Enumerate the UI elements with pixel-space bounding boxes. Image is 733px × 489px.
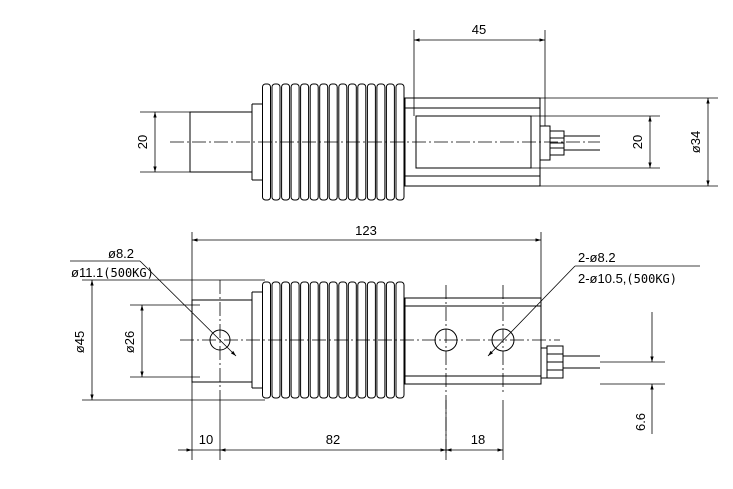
bellows-fin bbox=[281, 281, 291, 399]
bottom-dim-82: 82 bbox=[326, 432, 340, 447]
bellows-fin bbox=[309, 83, 319, 201]
bellows-fin bbox=[338, 281, 348, 399]
top-dim-45: 45 bbox=[472, 22, 486, 37]
bellows-fin bbox=[328, 281, 338, 399]
top-view: 45 20 20 ø34 bbox=[135, 22, 718, 201]
right-hole-callout-2: 2-ø10.5,(500KG) bbox=[578, 271, 677, 286]
bellows-fin bbox=[385, 281, 395, 399]
bellows-fin bbox=[395, 83, 405, 201]
bellows-fin bbox=[290, 281, 300, 399]
bellows-fin bbox=[271, 83, 281, 201]
bottom-left-shaft bbox=[191, 299, 253, 383]
top-dim-20-left: 20 bbox=[135, 135, 150, 149]
bottom-dim-6-6: 6.6 bbox=[633, 413, 648, 431]
bellows-fin bbox=[385, 83, 395, 201]
bellows-fin bbox=[328, 83, 338, 201]
bottom-dim-45: ø45 bbox=[72, 331, 87, 353]
bellows-fin bbox=[357, 83, 367, 201]
bottom-view: 123 ø45 ø26 10 82 18 6.6 ø8.2 ø11.1(500K… bbox=[70, 223, 700, 460]
bellows-fin bbox=[281, 83, 291, 201]
bottom-dim-10: 10 bbox=[199, 432, 213, 447]
bottom-cable-gland bbox=[540, 347, 548, 379]
bellows-fin bbox=[309, 281, 319, 399]
bellows-fin bbox=[366, 281, 376, 399]
left-hole-callout-1: ø8.2 bbox=[108, 246, 134, 261]
bellows-fin bbox=[347, 83, 357, 201]
bellows-fin bbox=[271, 281, 281, 399]
bellows-fin bbox=[376, 83, 386, 201]
top-cable-gland bbox=[539, 125, 551, 161]
bottom-bellows bbox=[262, 281, 405, 399]
bellows-fin bbox=[357, 281, 367, 399]
bellows-fin bbox=[300, 281, 310, 399]
bottom-dim-18: 18 bbox=[471, 432, 485, 447]
bellows-fin bbox=[366, 83, 376, 201]
bottom-right-body bbox=[404, 297, 542, 385]
top-inner-slot bbox=[415, 115, 532, 169]
bottom-dim-26: ø26 bbox=[122, 331, 137, 353]
bellows-fin bbox=[347, 281, 357, 399]
left-hole-callout-2: ø11.1(500KG) bbox=[71, 265, 154, 280]
top-dim-34: ø34 bbox=[688, 131, 703, 153]
bellows-fin bbox=[319, 281, 329, 399]
bottom-dim-123: 123 bbox=[355, 223, 377, 238]
bellows-fin bbox=[262, 281, 271, 399]
right-hole-callout-1: 2-ø8.2 bbox=[578, 250, 616, 265]
bellows-fin bbox=[300, 83, 310, 201]
bellows-fin bbox=[395, 281, 405, 399]
bellows-fin bbox=[319, 83, 329, 201]
bellows-fin bbox=[262, 83, 271, 201]
bellows-fin bbox=[338, 83, 348, 201]
bellows-fin bbox=[290, 83, 300, 201]
bellows-fin bbox=[376, 281, 386, 399]
top-bellows bbox=[262, 83, 405, 201]
top-dim-20-right: 20 bbox=[630, 135, 645, 149]
